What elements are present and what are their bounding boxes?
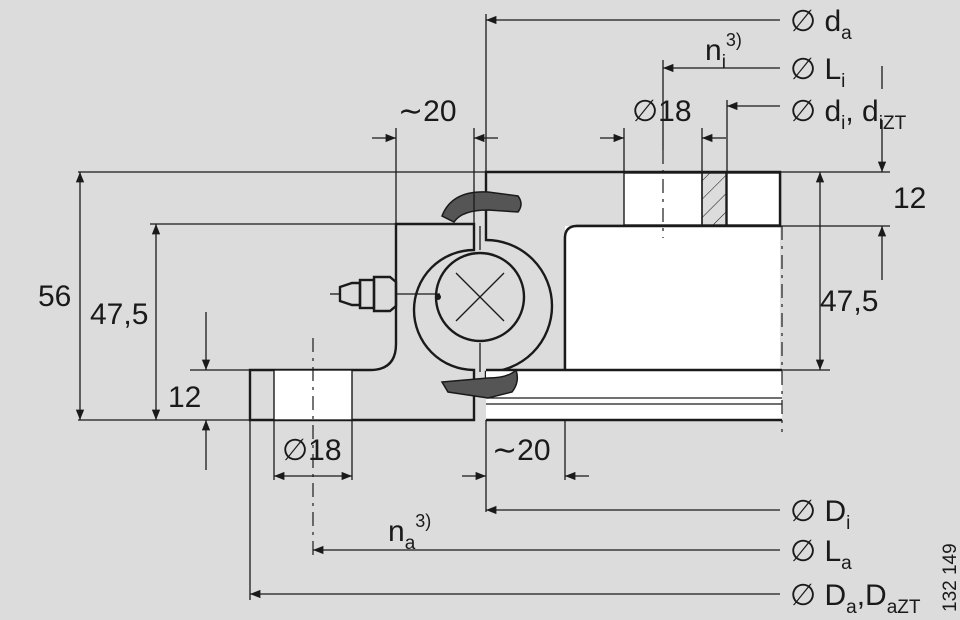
label-da: ∅ da	[790, 5, 852, 44]
label-approx20-top: ∼20	[398, 95, 457, 128]
inner-ring-bore	[565, 226, 780, 370]
label-ni: ni3)	[705, 30, 742, 73]
label-Di: ∅ Di	[790, 495, 850, 534]
label-dia18-top: ∅18	[632, 95, 692, 128]
inner-ring-lower-strip	[486, 370, 782, 420]
label-Da: ∅ Da,DaZT	[790, 579, 921, 618]
label-La: ∅ La	[790, 535, 852, 574]
top-seal	[441, 191, 522, 223]
outer-ring	[248, 222, 476, 422]
label-Li: ∅ Li	[790, 53, 845, 92]
label-na: na3)	[388, 511, 431, 554]
bottom-seal	[440, 368, 519, 399]
inner-ring-face	[726, 172, 781, 226]
label-di: ∅ di, diZT	[790, 95, 907, 134]
label-56: 56	[38, 280, 71, 313]
label-475-right: 47,5	[820, 285, 878, 318]
label-12-left: 12	[168, 381, 201, 414]
label-475-left: 47,5	[90, 298, 148, 331]
label-12-right: 12	[893, 182, 926, 215]
inner-ring-flat	[701, 172, 727, 226]
drawing-number: 132 149	[940, 543, 960, 612]
label-approx20-bottom: ∼20	[492, 434, 551, 467]
grease-nipple	[330, 275, 441, 313]
label-dia18-bottom: ∅18	[282, 434, 342, 467]
